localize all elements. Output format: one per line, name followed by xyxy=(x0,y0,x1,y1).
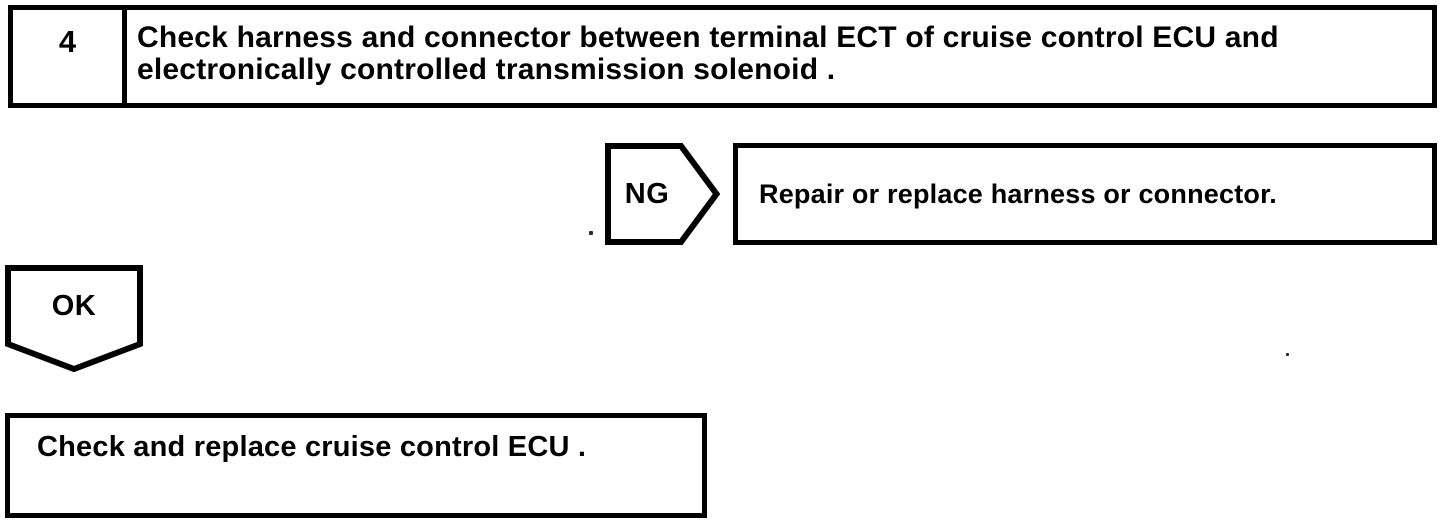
step-number: 4 xyxy=(13,10,127,103)
ok-pentagon-outline xyxy=(5,265,143,372)
step-box: 4 Check harness and connector between te… xyxy=(8,5,1437,108)
ok-pentagon-shape xyxy=(5,265,143,372)
scan-speck xyxy=(589,231,593,235)
scan-speck xyxy=(1286,353,1289,356)
ng-pentagon-outline xyxy=(605,143,720,245)
ng-label: NG xyxy=(624,177,670,210)
ng-pentagon-shape xyxy=(605,143,720,245)
ok-label: OK xyxy=(51,289,97,322)
ng-action-box: Repair or replace harness or connector. xyxy=(733,143,1437,245)
ok-action-box: Check and replace cruise control ECU . xyxy=(5,413,707,518)
step-instruction: Check harness and connector between term… xyxy=(137,21,1279,86)
